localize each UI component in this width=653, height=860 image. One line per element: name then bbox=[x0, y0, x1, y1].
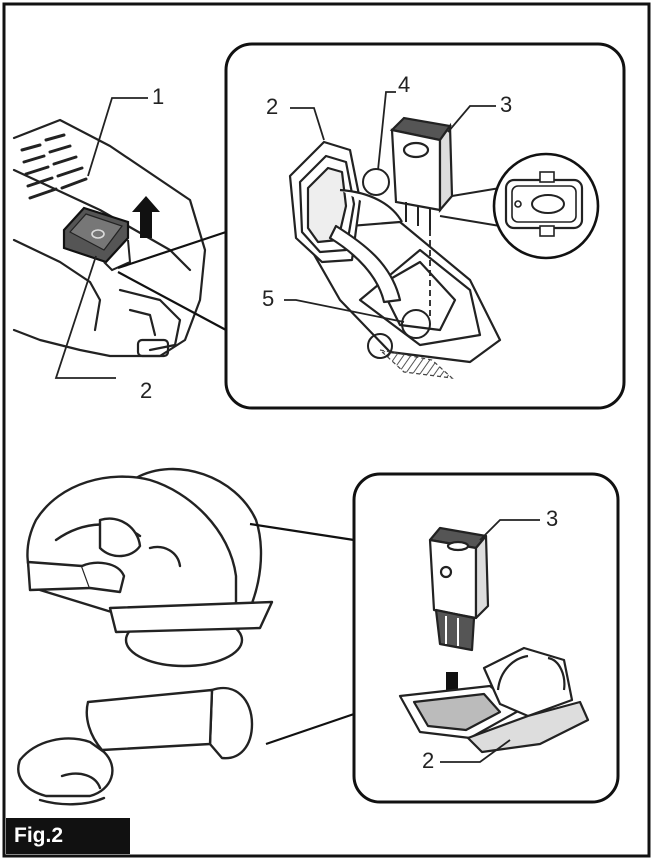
leader-lines-top-left bbox=[54, 97, 148, 379]
leader-lines-bottom-right bbox=[440, 519, 540, 763]
callout-cover-top-left: 2 bbox=[140, 378, 153, 403]
leader-lines-top-right bbox=[284, 91, 496, 323]
lift-arrow-icon bbox=[132, 196, 160, 238]
callout-contact-point: 5 bbox=[262, 286, 275, 311]
chip-contact-magnified bbox=[439, 152, 600, 260]
grinder-illustration bbox=[17, 687, 254, 806]
cover-bottom-detail bbox=[398, 646, 590, 754]
detail-box-top bbox=[224, 42, 626, 410]
callout-cover-top-detail: 2 bbox=[266, 94, 279, 119]
callout-chip-top-detail: 3 bbox=[500, 92, 513, 117]
callout-chip-bottom-detail: 3 bbox=[546, 506, 559, 531]
callout-tool-body: 1 bbox=[152, 84, 165, 109]
callout-guide-slot: 4 bbox=[398, 72, 411, 97]
circular-saw-illustration bbox=[26, 467, 274, 668]
zoom-connector-bottom bbox=[249, 522, 355, 746]
shaded-contact-area bbox=[378, 349, 454, 379]
chip-bottom-detail bbox=[428, 526, 490, 652]
highlight-circles bbox=[362, 168, 431, 359]
cover-open-detail bbox=[288, 140, 502, 364]
chip-top-detail bbox=[389, 116, 454, 230]
callout-cover-bottom-detail: 2 bbox=[422, 748, 435, 773]
zoom-connector-top bbox=[117, 230, 227, 331]
detail-box-bottom bbox=[352, 472, 620, 804]
figure-label: Fig.2 bbox=[6, 818, 130, 854]
